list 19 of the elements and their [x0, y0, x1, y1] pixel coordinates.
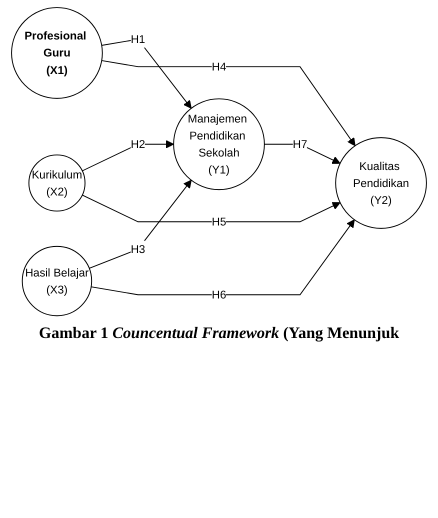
variable-circle: Manajemen Pendidikan Sekolah (Y1) [173, 98, 265, 190]
edge-label: H5 [212, 215, 226, 228]
figure-caption: Gambar 1 Councentual Framework (Yang Menunjuk [38, 325, 400, 344]
edge-label: H4 [212, 60, 226, 74]
arrow [101, 38, 192, 109]
edge-label: H3 [130, 242, 146, 256]
edge-label: H6 [212, 288, 226, 302]
edge-label: H7 [292, 138, 308, 151]
edge-label: H1 [130, 32, 146, 46]
variable-circle: Profesional Guru (X1) [11, 7, 103, 99]
arrow [90, 219, 355, 296]
arrow [101, 60, 356, 146]
edge-label: H2 [130, 138, 146, 151]
variable-circle: Kualitas Pendidikan (Y2) [335, 137, 427, 229]
arrow [88, 180, 192, 269]
variable-circle: Kurikulum (X2) [28, 154, 86, 212]
arrow [82, 194, 340, 222]
arrow [82, 140, 174, 172]
variable-circle: Hasil Belajar (X3) [22, 246, 92, 316]
